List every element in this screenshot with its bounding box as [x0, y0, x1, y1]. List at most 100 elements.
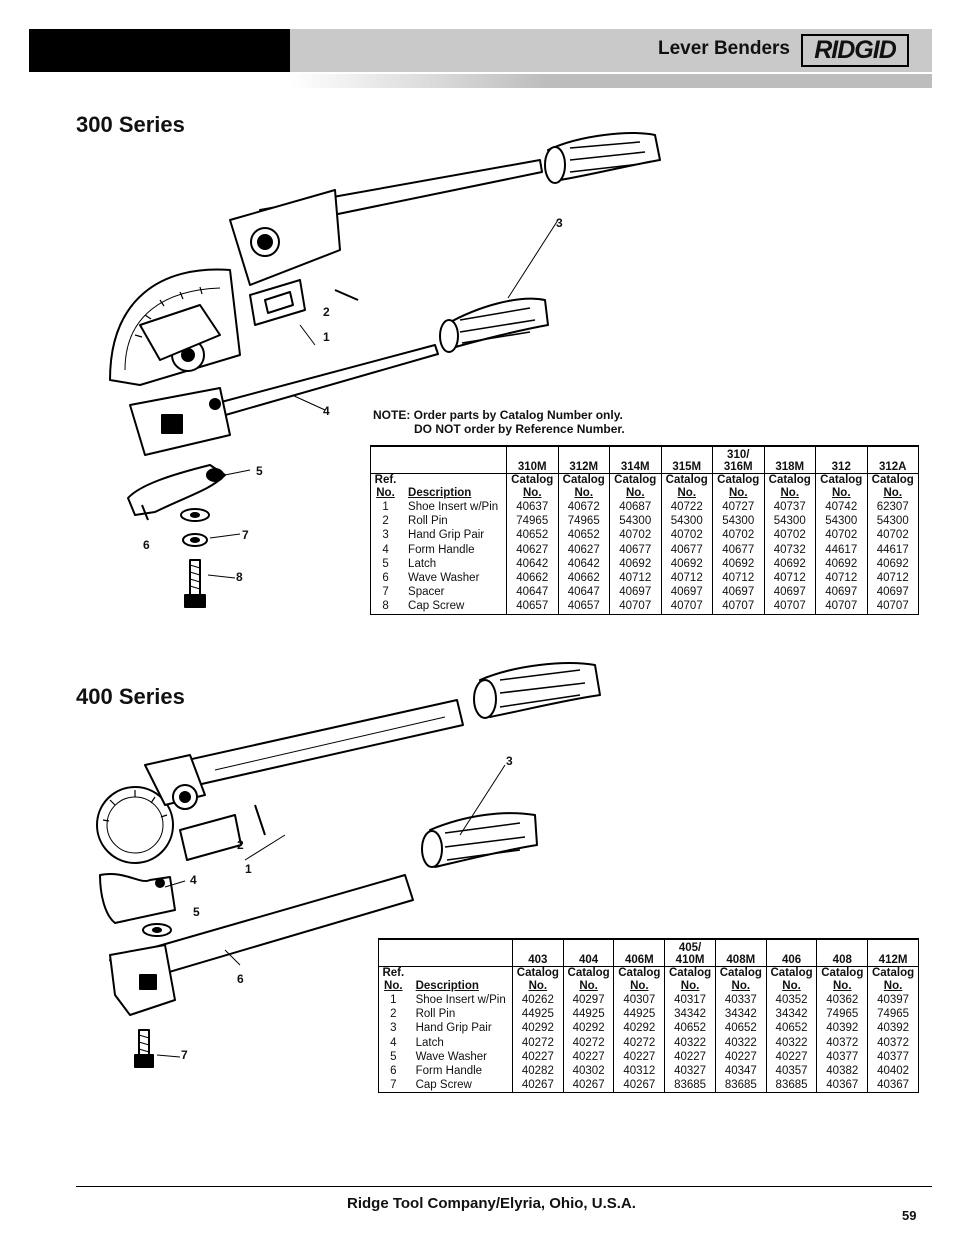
catalog-number: 40727 [712, 500, 764, 515]
callout-400-7: 7 [181, 1048, 188, 1062]
ref-number: 5 [382, 557, 389, 570]
catalog-number: 40312 [613, 1063, 665, 1079]
catalog-number: 40712 [763, 570, 816, 586]
model-header: 318M [763, 446, 816, 474]
part-description: Latch [408, 557, 437, 570]
catalog-number: 40692 [609, 556, 661, 571]
catalog-number: 40377 [867, 1049, 918, 1064]
catalog-number: 40707 [815, 599, 867, 614]
model-header: 408M [714, 939, 767, 967]
catalog-number: 40702 [866, 528, 918, 543]
callout-400-3: 3 [506, 754, 513, 768]
catalog-number: 74965 [816, 1007, 868, 1022]
catalog-number: 40367 [867, 1078, 918, 1093]
callout-300-8: 8 [236, 570, 243, 584]
catalog-number: 40652 [765, 1021, 817, 1036]
catalog-number: 40697 [763, 585, 816, 600]
catalog-number: 40402 [867, 1063, 918, 1079]
model-header: 405/ 410M [664, 939, 716, 967]
catalog-number: 34342 [765, 1007, 817, 1022]
catalog-number: 40707 [660, 599, 713, 614]
catalog-number: 40677 [712, 542, 764, 557]
catalog-number: 40672 [557, 500, 610, 515]
catalog-number: 40657 [506, 599, 558, 614]
ridgid-logo: RIDGID [801, 34, 909, 67]
part-description: Roll Pin [408, 515, 448, 528]
callout-300-2: 2 [323, 305, 330, 319]
catalog-number: 40707 [763, 599, 816, 614]
catalog-number: 40627 [557, 542, 610, 557]
catalog-number: 40292 [562, 1021, 614, 1036]
model-header: 412M [867, 939, 918, 967]
part-description: Hand Grip Pair [408, 529, 485, 542]
model-header: 312A [866, 446, 918, 474]
catalog-number: 40652 [714, 1021, 767, 1036]
catalog-number: 40637 [506, 500, 558, 515]
catalog-number: 54300 [763, 514, 816, 529]
catalog-number: 40272 [512, 1035, 564, 1050]
catalog-number: 40227 [714, 1049, 767, 1064]
catalog-number: 40307 [613, 993, 665, 1008]
catalog-number: 54300 [712, 514, 764, 529]
catalog-number: 40302 [562, 1063, 614, 1079]
model-header: 406 [765, 939, 817, 967]
footer-company: Ridge Tool Company/Elyria, Ohio, U.S.A. [347, 1195, 636, 1212]
catalog-number: 40642 [506, 556, 558, 571]
catalog-number: 40652 [557, 528, 610, 543]
part-description: Wave Washer [408, 572, 480, 585]
catalog-number: 40272 [562, 1035, 614, 1050]
catalog-number: 40697 [660, 585, 713, 600]
callout-300-4: 4 [323, 404, 330, 418]
catalog-number: 44925 [613, 1007, 665, 1022]
catalog-number: 40322 [664, 1035, 716, 1050]
model-header: 408 [816, 939, 868, 967]
catalog-number: 40392 [867, 1021, 918, 1036]
ref-number: 7 [382, 586, 389, 599]
catalog-number: 40677 [660, 542, 713, 557]
catalog-number: 44925 [562, 1007, 614, 1022]
catalog-number: 40397 [867, 993, 918, 1008]
catalog-number: 40352 [765, 993, 817, 1008]
catalog-number: 40372 [816, 1035, 868, 1050]
callout-400-4: 4 [190, 873, 197, 887]
catalog-number: 54300 [609, 514, 661, 529]
catalog-number: 44617 [815, 542, 867, 557]
note-line-2: DO NOT order by Reference Number. [414, 422, 625, 436]
description-label: Description [400, 473, 507, 500]
callout-300-5: 5 [256, 464, 263, 478]
catalog-number: 40227 [512, 1049, 564, 1064]
catalog-number: 40712 [660, 570, 713, 586]
part-description: Latch [415, 1036, 444, 1049]
catalog-number: 40627 [506, 542, 558, 557]
catalog-number: 54300 [815, 514, 867, 529]
ref-number: 1 [382, 501, 389, 514]
catalog-number: 74965 [867, 1007, 918, 1022]
catalog-number: 40647 [557, 585, 610, 600]
model-header: 310M [506, 446, 558, 474]
catalog-number: 40687 [609, 500, 661, 515]
catalog-number: 40377 [816, 1049, 868, 1064]
catalog-number: 40267 [613, 1078, 665, 1093]
ref-number: 3 [382, 529, 389, 542]
header-stripe [290, 72, 932, 88]
catalog-number: 40227 [562, 1049, 614, 1064]
part-description: Form Handle [408, 543, 475, 556]
catalog-number: 40642 [557, 556, 610, 571]
catalog-number: 40712 [815, 570, 867, 586]
part-description: Shoe Insert w/Pin [415, 994, 506, 1007]
ref-number: 3 [390, 1022, 397, 1035]
catalog-number: 40227 [664, 1049, 716, 1064]
callout-400-5: 5 [193, 905, 200, 919]
catalog-number: 40697 [712, 585, 764, 600]
part-description: Roll Pin [415, 1008, 456, 1021]
